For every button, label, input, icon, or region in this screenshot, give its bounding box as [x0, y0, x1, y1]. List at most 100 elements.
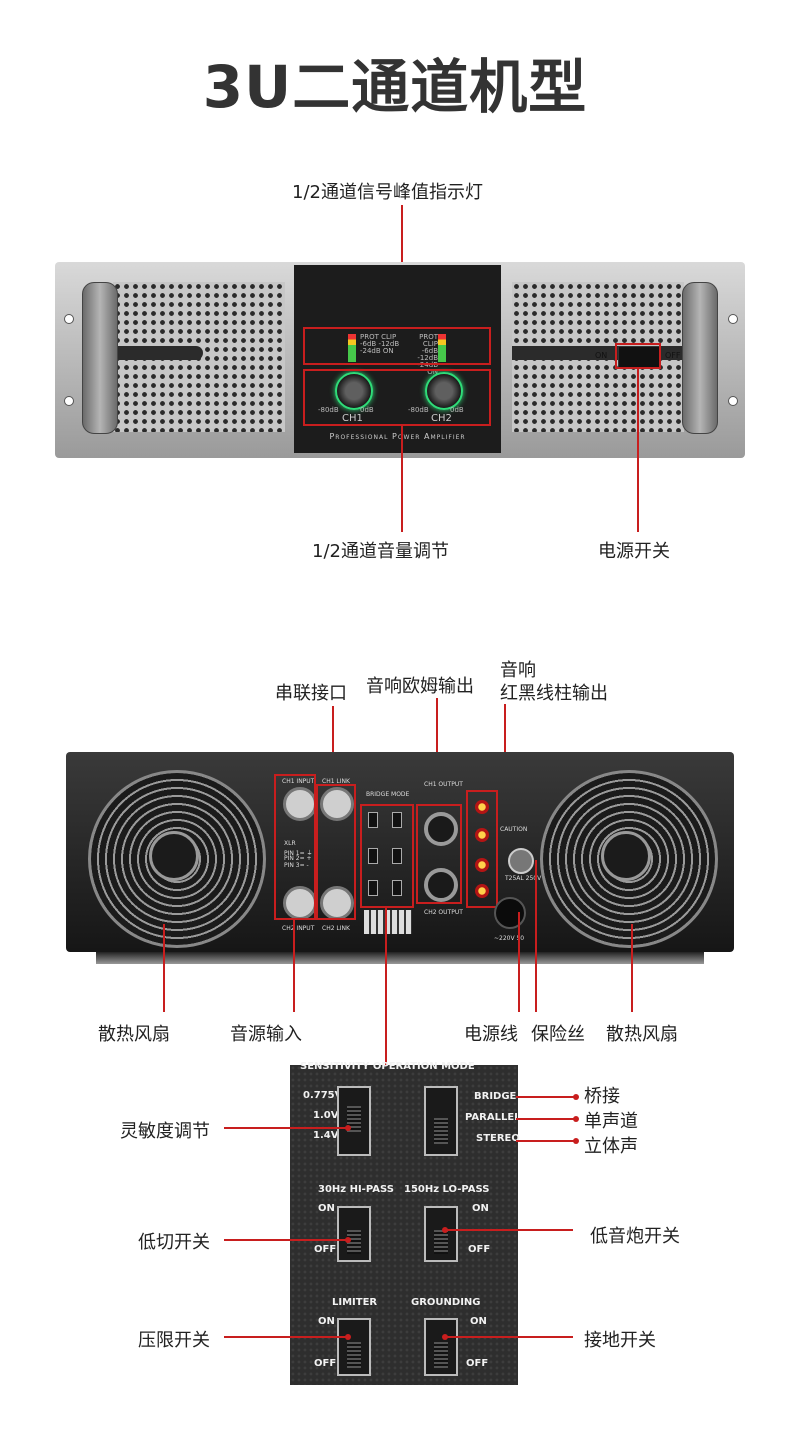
power-on-label: ON: [595, 351, 608, 360]
pin3-label: PIN 3= -: [284, 862, 309, 869]
leader-line-power: [637, 369, 639, 532]
grounding-off-label: OFF: [466, 1358, 489, 1369]
callout-stereo: 立体声: [584, 1136, 638, 1157]
callout-speakon-output: 音响欧姆输出: [366, 676, 474, 697]
left-fan-hub: [149, 831, 199, 881]
leader-line-mono: [516, 1118, 574, 1120]
lopass-switch[interactable]: [424, 1206, 458, 1262]
bridge-mode-label: BRIDGE MODE: [366, 791, 410, 798]
callout-power-cord: 电源线: [464, 1024, 518, 1045]
leader-line-lowcut: [224, 1239, 348, 1241]
callout-fuse: 保险丝: [531, 1024, 585, 1045]
hipass-off-label: OFF: [314, 1244, 337, 1255]
leader-line-link: [332, 706, 334, 784]
callout-link-port: 串联接口: [275, 683, 347, 704]
limiter-switch[interactable]: [337, 1318, 371, 1376]
ch2-peak-led: [438, 334, 446, 362]
caution-label: CAUTION: [500, 826, 528, 833]
leader-line-fan-right: [631, 924, 633, 1012]
pin1-label: PIN 1= ⏚: [284, 850, 313, 857]
right-rack-handle: [682, 282, 718, 434]
lopass-label: 150Hz LO-PASS: [404, 1184, 490, 1195]
ch2-speakon-output[interactable]: [424, 868, 458, 902]
fuse-holder[interactable]: [508, 848, 534, 874]
callout-mono: 单声道: [584, 1111, 638, 1132]
leader-dot: [345, 1334, 351, 1340]
ch2-label: CH2: [431, 413, 452, 424]
rear-base: [96, 952, 704, 964]
ch1-input-xlr[interactable]: [283, 787, 317, 821]
leader-line-input: [293, 920, 295, 1012]
rear-dip-switch[interactable]: [392, 880, 402, 896]
callout-lowcut: 低切开关: [138, 1232, 210, 1253]
rear-dip-switch[interactable]: [392, 812, 402, 828]
rear-dip-switch[interactable]: [368, 880, 378, 896]
binding-post[interactable]: [475, 828, 489, 842]
ch1-link-xlr[interactable]: [320, 787, 354, 821]
left-rack-handle: [82, 282, 118, 434]
power-cord-grommet: [494, 897, 526, 929]
leader-line-power-cord: [518, 912, 520, 1012]
leader-dot: [573, 1116, 579, 1122]
leader-dot: [345, 1237, 351, 1243]
ch1-peak-led: [348, 334, 356, 362]
hipass-switch[interactable]: [337, 1206, 371, 1262]
mode-stereo-label: STEREO: [476, 1133, 520, 1144]
leader-dot: [442, 1227, 448, 1233]
highlight-speakon: [416, 804, 462, 904]
callout-bridge: 桥接: [584, 1086, 620, 1107]
leader-dot: [345, 1125, 351, 1131]
ch2-volume-knob[interactable]: [425, 372, 463, 410]
right-fan-hub: [601, 831, 651, 881]
leader-line-volume: [401, 426, 403, 532]
leader-dot: [573, 1094, 579, 1100]
left-handle-bar: [113, 346, 203, 360]
callout-ground: 接地开关: [584, 1330, 656, 1351]
rear-dip-switch[interactable]: [368, 848, 378, 864]
ch1-volume-knob[interactable]: [335, 372, 373, 410]
highlight-volume-knobs: [303, 369, 491, 426]
callout-subwoofer: 低音炮开关: [590, 1226, 680, 1247]
highlight-peak-leds: [303, 327, 491, 365]
ch1-knob-max: 0dB: [360, 406, 374, 414]
ch1-speakon-output[interactable]: [424, 812, 458, 846]
highlight-binding-posts: [466, 790, 498, 908]
limiter-on-label: ON: [318, 1316, 335, 1327]
rear-dip-switch[interactable]: [392, 848, 402, 864]
operation-mode-switch[interactable]: [424, 1086, 458, 1156]
binding-post[interactable]: [475, 884, 489, 898]
limiter-label: LIMITER: [332, 1297, 378, 1308]
leader-line-fuse: [535, 860, 537, 1012]
callout-fan-left: 散热风扇: [98, 1024, 170, 1045]
page-title: 3U二通道机型: [202, 53, 588, 121]
sens-0775-label: 0.775V: [303, 1090, 343, 1101]
voltage-label: ~220V 50: [494, 935, 525, 942]
grounding-label: GROUNDING: [411, 1297, 481, 1308]
leader-line-zoom: [385, 908, 387, 1068]
sensitivity-mode-header: SENSITIVITY OPERATION MODE: [300, 1061, 475, 1072]
leader-line-subwoofer: [445, 1229, 573, 1231]
binding-post[interactable]: [475, 858, 489, 872]
brand-text: Professional Power Amplifier: [329, 432, 466, 441]
sensitivity-switch[interactable]: [337, 1086, 371, 1156]
rack-hole: [64, 396, 74, 406]
xlr-label: XLR: [284, 840, 296, 847]
power-off-label: OFF: [665, 351, 681, 360]
sens-10-label: 1.0V: [313, 1110, 339, 1121]
ch2-input-label: CH2 INPUT: [282, 925, 315, 932]
lopass-on-label: ON: [472, 1203, 489, 1214]
callout-limiter: 压限开关: [138, 1330, 210, 1351]
fuse-rating-label: T25AL 250V: [505, 875, 542, 882]
front-center-panel: [294, 265, 501, 453]
leader-line-fan-left: [163, 924, 165, 1012]
binding-post[interactable]: [475, 800, 489, 814]
grounding-switch[interactable]: [424, 1318, 458, 1376]
leader-line-ground: [445, 1336, 573, 1338]
rack-hole: [728, 314, 738, 324]
leader-dot: [573, 1138, 579, 1144]
rear-dip-switch[interactable]: [368, 812, 378, 828]
ch2-link-xlr[interactable]: [320, 886, 354, 920]
callout-power-switch: 电源开关: [598, 541, 670, 562]
switch-panel-closeup: [290, 1065, 518, 1385]
ch1-link-label: CH1 LINK: [322, 778, 350, 785]
